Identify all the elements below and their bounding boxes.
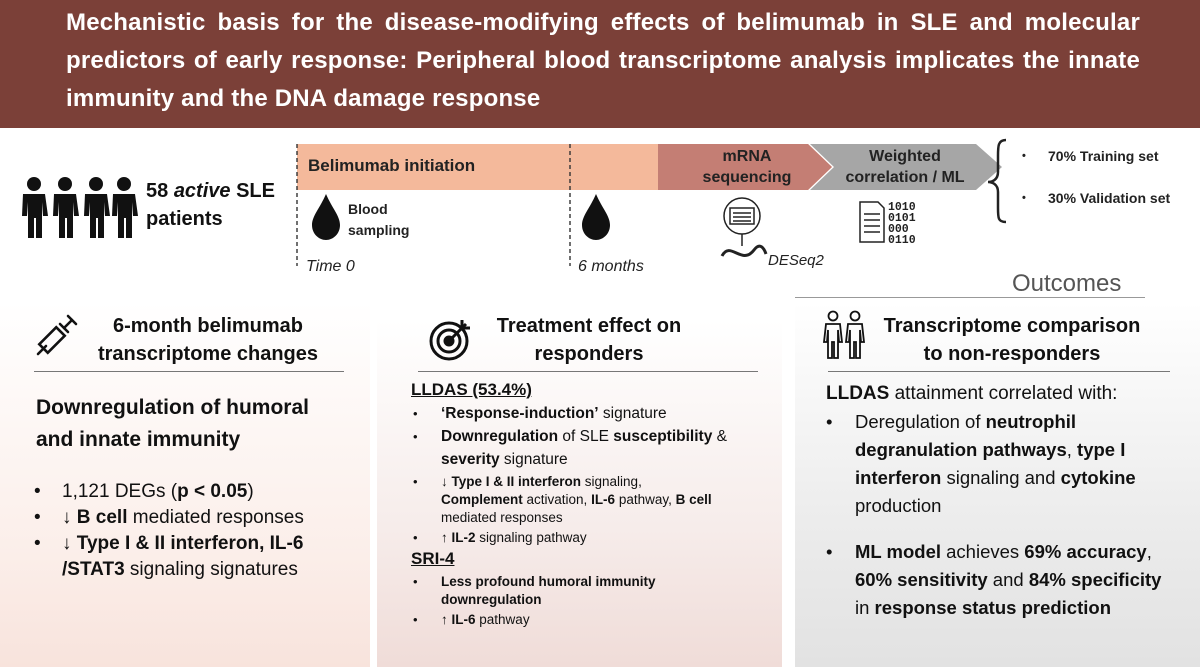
header-banner: Mechanistic basis for the disease-modify…	[0, 0, 1200, 128]
document-icon	[859, 201, 885, 243]
il6-pathway-item: ↑ IL-6 pathway	[411, 611, 771, 629]
validation-set-item: 30% Validation set	[1022, 182, 1170, 224]
panel3-list: Deregulation of neutrophildegranulation …	[826, 408, 1186, 622]
time-zero-label: Time 0	[306, 258, 355, 275]
blood-drop-icon	[312, 194, 340, 240]
initiation-label: Belimumab initiation	[308, 156, 476, 175]
training-set-item: 70% Training set	[1022, 140, 1170, 182]
binary-code: 1010 0101 000 0110	[888, 201, 916, 247]
page-title: Mechanistic basis for the disease-modify…	[66, 9, 1140, 112]
blood-drop-icon-2	[582, 194, 610, 240]
binary-row-4: 0110	[888, 234, 916, 247]
lldas-heading: LLDAS (53.4%)	[411, 380, 532, 399]
weighted-arrow	[810, 144, 1002, 190]
split-brace	[987, 138, 1007, 224]
sri4-heading: SRI-4	[411, 549, 455, 568]
degs-item: 1,121 DEGs (p < 0.05)	[34, 479, 304, 505]
initiation-band	[297, 144, 654, 190]
panel2-content: LLDAS (53.4%) ‘Response-induction’ signa…	[411, 378, 771, 629]
target-icon	[429, 320, 470, 361]
dataset-split-list: 70% Training set 30% Validation set	[1022, 140, 1170, 224]
downregulation-item: Downregulation of SLE susceptibility &se…	[411, 425, 771, 471]
six-months-label: 6 months	[578, 258, 644, 275]
binary-row-1: 1010	[888, 201, 916, 214]
panel3-content: LLDAS attainment correlated with: Deregu…	[826, 380, 1186, 622]
ifn-item: ↓ Type I & II interferon, IL-6/STAT3 sig…	[34, 531, 304, 583]
deregulation-item: Deregulation of neutrophildegranulation …	[826, 408, 1186, 520]
sequencer-icon	[720, 197, 768, 257]
bcell-item: ↓ B cell mediated responses	[34, 505, 304, 531]
binary-row-2: 0101	[888, 212, 916, 225]
people-comparison-icon	[822, 310, 866, 359]
il2-item: ↑ IL-2 signaling pathway	[411, 529, 771, 547]
response-induction-item: ‘Response-induction’ signature	[411, 402, 771, 425]
panel1-underline	[34, 371, 344, 372]
interferon-item: ↓ Type I & II interferon signaling,Compl…	[411, 473, 771, 527]
study-timeline: 1010 0101 000 0110	[296, 138, 1007, 266]
panel1-list: 1,121 DEGs (p < 0.05) ↓ B cell mediated …	[34, 479, 304, 583]
outcomes-title: Outcomes	[1012, 270, 1122, 297]
panel3-underline	[828, 371, 1170, 372]
ml-model-item: ML model achieves 69% accuracy,60% sensi…	[826, 538, 1186, 622]
lldas-list: ‘Response-induction’ signature Downregul…	[411, 402, 771, 547]
cohort-label: 58 active SLE patients	[146, 180, 275, 230]
lldas-attainment-lead: LLDAS attainment correlated with:	[826, 383, 1118, 404]
deseq2-label: DESeq2	[768, 252, 824, 269]
binary-row-3: 000	[888, 223, 909, 236]
patients-group-icon	[22, 177, 138, 238]
panel2-underline	[418, 371, 758, 372]
outcomes-divider	[795, 297, 1145, 298]
sri4-list: Less profound humoral immunitydownregula…	[411, 573, 771, 629]
syringe-icon	[36, 314, 78, 356]
less-profound-item: Less profound humoral immunitydownregula…	[411, 573, 771, 609]
